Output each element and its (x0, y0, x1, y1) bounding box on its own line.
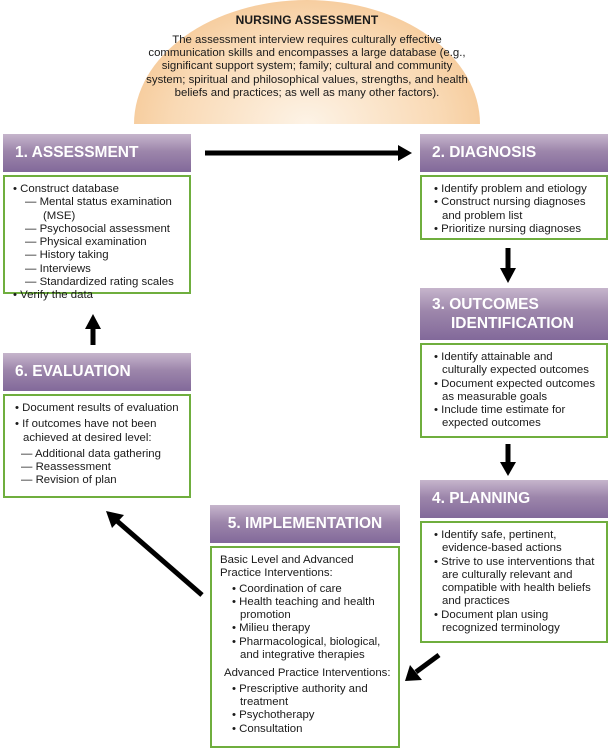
list-item: Mental status examination (MSE) (13, 196, 183, 223)
planning-box: Identify safe, pertinent, evidence-based… (420, 521, 608, 643)
implementation-header: 5. IMPLEMENTATION (210, 505, 400, 543)
evaluation-title: 6. EVALUATION (15, 363, 131, 380)
arrow-implementation-to-evaluation (106, 511, 204, 597)
list-item: Reassessment (15, 461, 183, 474)
arrow-outcomes-to-planning (500, 444, 516, 476)
list-item: Document results of evaluation (15, 402, 183, 415)
diagnosis-box: Identify problem and etiology Construct … (420, 175, 608, 240)
advanced-interventions-label: Advanced Practice Interventions: (224, 667, 391, 680)
arrow-planning-to-implementation (405, 652, 441, 681)
list-item: Standardized rating scales (13, 276, 183, 289)
nursing-assessment-title: NURSING ASSESSMENT (235, 13, 379, 27)
list-item: Interviews (13, 263, 183, 276)
list-item: Prioritize nursing diagnoses (434, 223, 600, 236)
assessment-title: 1. ASSESSMENT (15, 144, 139, 161)
list-item: Identify attainable and culturally expec… (434, 351, 600, 378)
diagnosis-title: 2. DIAGNOSIS (432, 144, 537, 161)
list-item: Strive to use interventions that are cul… (434, 556, 600, 609)
list-item: Revision of plan (15, 474, 183, 487)
list-item: Identify safe, pertinent, evidence-based… (434, 529, 600, 556)
list-item: Milieu therapy (232, 622, 392, 635)
outcomes-box: Identify attainable and culturally expec… (420, 343, 608, 438)
list-item: Physical examination (13, 236, 183, 249)
evaluation-header: 6. EVALUATION (3, 353, 191, 391)
list-item: Document plan using recognized terminolo… (434, 609, 600, 636)
list-item: Verify the data (13, 289, 183, 302)
arrow-assessment-to-diagnosis (205, 145, 412, 161)
evaluation-box: Document results of evaluation If outcom… (3, 394, 191, 498)
list-item: History taking (13, 249, 183, 262)
list-item: Document expected outcomes as measurable… (434, 378, 600, 405)
assessment-box: Construct database Mental status examina… (3, 175, 191, 301)
planning-title: 4. PLANNING (432, 490, 531, 507)
list-item: Construct nursing diagnoses and problem … (434, 196, 600, 223)
implementation-title: 5. IMPLEMENTATION (227, 515, 383, 532)
assessment-header: 1. ASSESSMENT (3, 134, 191, 172)
list-item: Prescriptive authority and treatment (232, 683, 392, 710)
outcomes-header: 3. OUTCOMES IDENTIFICATION (420, 288, 608, 340)
list-item: Health teaching and health promotion (232, 596, 392, 623)
planning-header: 4. PLANNING (420, 480, 608, 518)
list-item: Additional data gathering (15, 448, 183, 461)
implementation-box: Basic Level and Advanced Practice Interv… (210, 546, 400, 748)
outcomes-title-line2: IDENTIFICATION (451, 315, 574, 332)
list-item: Consultation (232, 723, 392, 736)
list-item: Pharmacological, biological, and integra… (232, 636, 392, 663)
list-item: Construct database (13, 183, 183, 196)
basic-interventions-label: Basic Level and Advanced Practice Interv… (220, 554, 354, 580)
nursing-assessment-panel: NURSING ASSESSMENT The assessment interv… (134, 0, 480, 124)
list-item: Identify problem and etiology (434, 183, 600, 196)
list-item: Psychosocial assessment (13, 223, 183, 236)
arrow-evaluation-to-assessment (85, 314, 101, 345)
list-item: Coordination of care (232, 583, 392, 596)
nursing-assessment-text: The assessment interview requires cultur… (146, 34, 468, 99)
diagnosis-header: 2. DIAGNOSIS (420, 134, 608, 172)
outcomes-title-line1: 3. OUTCOMES (432, 296, 539, 313)
list-item: Include time estimate for expected outco… (434, 404, 600, 431)
list-item: If outcomes have not been achieved at de… (15, 418, 183, 445)
arrow-diagnosis-to-outcomes (500, 248, 516, 283)
list-item: Psychotherapy (232, 709, 392, 722)
